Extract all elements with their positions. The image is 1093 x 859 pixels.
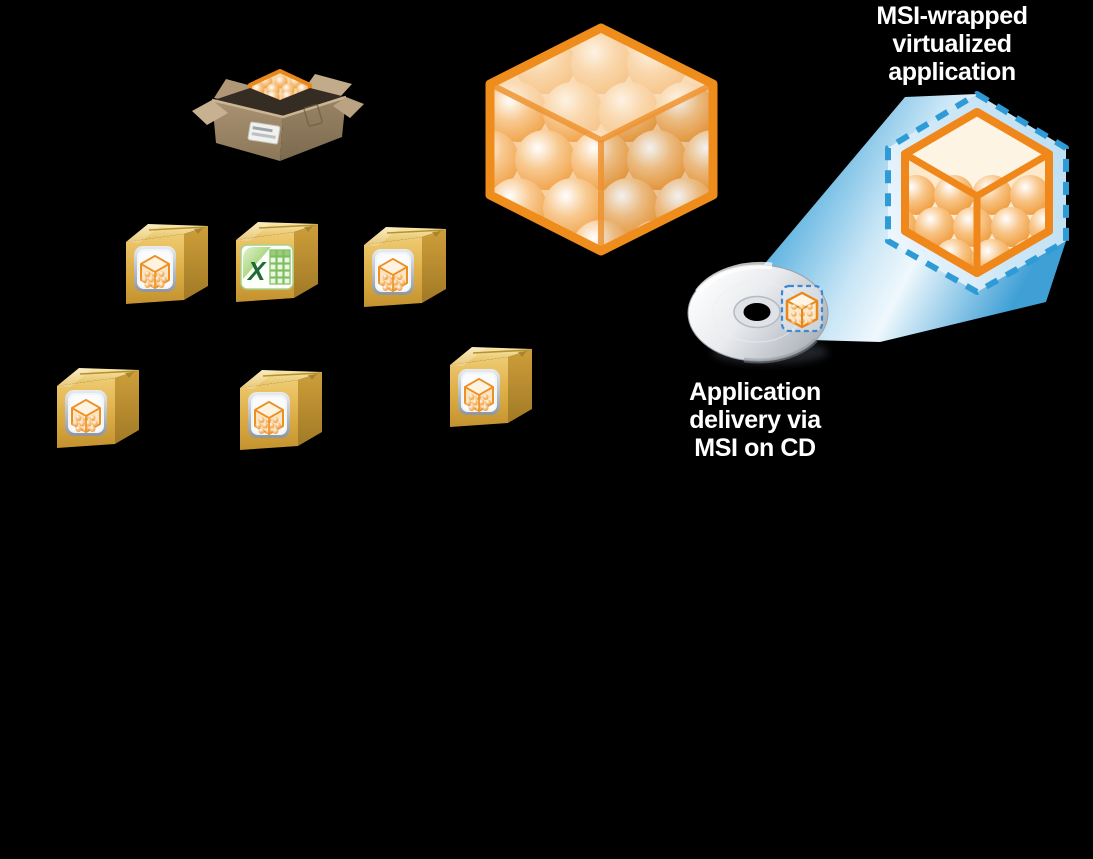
appv-package-box-icon: [125, 223, 209, 305]
excel-x-glyph: X: [246, 256, 267, 286]
delivery-label: Application delivery via MSI on CD: [655, 378, 855, 462]
appv-package-box-icon: [56, 367, 140, 449]
msi-wrapped-label: MSI-wrapped virtualized application: [852, 2, 1052, 86]
open-package-box-icon: [192, 69, 364, 161]
appv-package-box-icon: [239, 369, 323, 451]
appv-package-box-icon: [449, 346, 533, 428]
label-line: MSI-wrapped: [876, 2, 1028, 30]
box-shipping-label: [247, 121, 281, 145]
appv-package-box-icon: [363, 226, 447, 308]
cd-app-cube-icon: [780, 284, 824, 333]
cd-disc-icon: [687, 261, 829, 364]
excel-logo-icon: X: [240, 244, 294, 290]
virtualized-app-cube-icon: [485, 23, 718, 256]
label-line: delivery via: [689, 406, 821, 434]
excel-package-box-icon: X: [235, 221, 319, 303]
label-line: virtualized: [892, 30, 1012, 58]
label-line: application: [888, 58, 1016, 86]
label-line: MSI on CD: [694, 434, 816, 462]
label-line: Application: [689, 378, 821, 406]
